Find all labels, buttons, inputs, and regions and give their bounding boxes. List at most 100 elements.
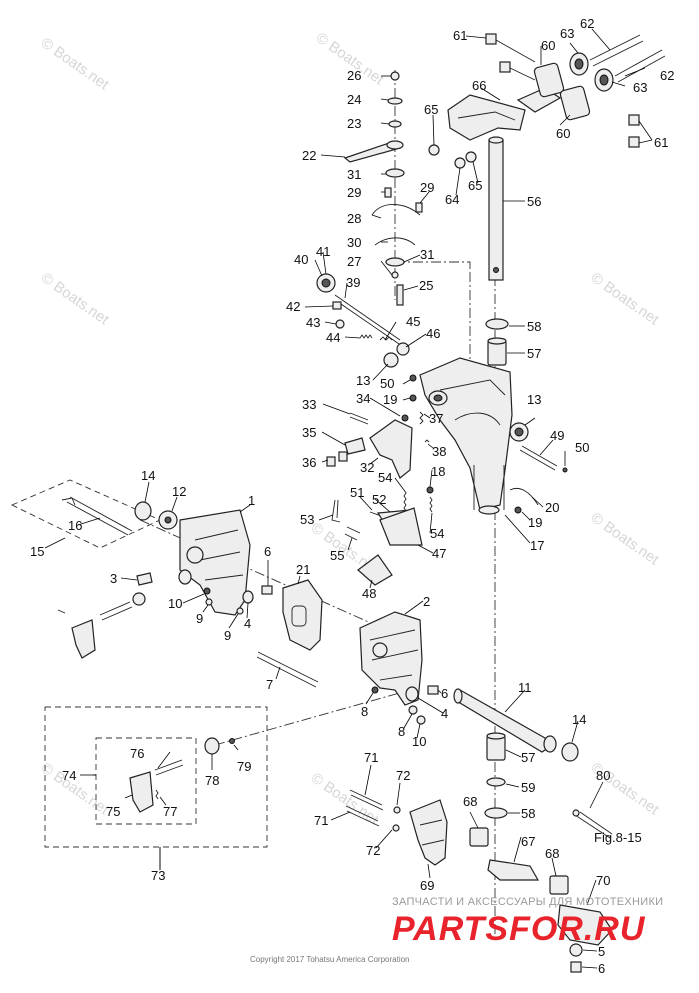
washer-24	[387, 97, 403, 105]
callout-58-upper: 58	[527, 319, 541, 334]
callout-1: 1	[248, 493, 255, 508]
bolt-pin	[99, 601, 133, 621]
callout-30: 30	[347, 235, 361, 250]
callout-21: 21	[296, 562, 310, 577]
callout-5: 5	[598, 944, 605, 959]
nut-72-lower	[392, 824, 400, 832]
nut-65-a	[428, 144, 440, 156]
callout-31-upper: 31	[347, 167, 361, 182]
washer-10-left	[203, 587, 211, 595]
bolt-centerline-lower	[214, 689, 411, 746]
washer-4-left	[242, 590, 254, 604]
callout-64: 64	[445, 192, 459, 207]
plate-21	[282, 579, 323, 651]
washer-5	[569, 943, 583, 957]
collar-46	[396, 342, 410, 356]
clip-79	[229, 738, 235, 744]
bolt-71-lower	[345, 805, 380, 827]
washer-78	[204, 737, 220, 755]
callout-42: 42	[286, 299, 300, 314]
callout-15: 15	[30, 544, 44, 559]
callout-49: 49	[550, 428, 564, 443]
kit-73	[44, 706, 268, 848]
callout-63-lower: 63	[633, 80, 647, 95]
bolt-36-b	[338, 451, 348, 462]
bolt-71-upper	[349, 789, 384, 811]
callout-73: 73	[151, 868, 165, 883]
nut-72-upper	[393, 806, 401, 814]
callout-69: 69	[420, 878, 434, 893]
swivel-bracket-17	[419, 318, 568, 515]
pin-49	[519, 445, 558, 471]
callout-35: 35	[302, 425, 316, 440]
bolt-7	[256, 651, 319, 688]
bolt-6-right	[427, 685, 439, 695]
callout-9-left: 9	[196, 611, 203, 626]
callout-18: 18	[431, 464, 445, 479]
watermark-1: © Boats.net	[38, 34, 113, 93]
callout-20: 20	[545, 500, 559, 515]
callout-38: 38	[432, 444, 446, 459]
callout-61-lower: 61	[654, 135, 668, 150]
clamp-70	[557, 904, 613, 946]
callout-24: 24	[347, 92, 361, 107]
callout-68-upper: 68	[463, 794, 477, 809]
oring-59	[486, 777, 506, 787]
washer-4-right	[405, 686, 419, 702]
callout-80: 80	[596, 768, 610, 783]
callout-19-upper: 19	[383, 392, 397, 407]
callout-62-lower: 62	[660, 68, 674, 83]
washer-23	[388, 120, 402, 128]
callout-71-lower: 71	[314, 813, 328, 828]
callout-65-right: 65	[468, 178, 482, 193]
callout-60-lower: 60	[556, 126, 570, 141]
callout-6-bottom: 6	[598, 961, 605, 976]
mount-60-upper	[533, 62, 565, 98]
lever-75	[129, 771, 154, 813]
watermark-6: © Boats.net	[588, 509, 663, 568]
callout-53: 53	[300, 512, 314, 527]
callout-8-upper: 8	[361, 704, 368, 719]
pad-67	[487, 859, 540, 881]
nut-64	[454, 157, 466, 169]
washer-31-lower	[385, 257, 405, 267]
washer-3	[136, 572, 153, 586]
callout-26: 26	[347, 68, 361, 83]
callout-31-lower: 31	[420, 247, 434, 262]
callout-23: 23	[347, 116, 361, 131]
pin-25	[396, 284, 404, 306]
reseller-tagline: ЗАПЧАСТИ И АКСЕССУАРЫ ДЛЯ МОТОТЕХНИКИ	[392, 896, 663, 908]
tilt-lock-assembly	[316, 273, 417, 402]
spring-53	[331, 499, 341, 523]
left-bracket-parts	[10, 479, 273, 659]
nut-10-right	[416, 715, 426, 725]
plate-35	[344, 437, 366, 455]
bracket-lever	[71, 619, 96, 659]
callout-39: 39	[346, 275, 360, 290]
callout-34: 34	[356, 391, 370, 406]
callout-14-left: 14	[141, 468, 155, 483]
watermarks: © Boats.net © Boats.net © Boats.net © Bo…	[38, 29, 663, 828]
washer-31-upper	[385, 168, 405, 178]
callout-13-cap: 13	[527, 392, 541, 407]
clip-19-lower	[514, 506, 522, 514]
callout-67: 67	[521, 834, 535, 849]
bolt-62-upper	[589, 34, 644, 67]
callout-47: 47	[432, 546, 446, 561]
spring-37	[419, 411, 424, 425]
callout-28: 28	[347, 211, 361, 226]
screw-29-b	[415, 202, 423, 213]
mount-60-lower	[559, 85, 591, 121]
callout-22: 22	[302, 148, 316, 163]
callout-68-lower: 68	[545, 846, 559, 861]
oring-27	[391, 271, 399, 279]
callout-29-left: 29	[347, 185, 361, 200]
callout-48: 48	[362, 586, 376, 601]
callout-62-upper: 62	[580, 16, 594, 31]
callout-79: 79	[237, 759, 251, 774]
steering-bracket-66	[447, 94, 526, 141]
watermark-3: © Boats.net	[38, 269, 113, 328]
callout-71-upper: 71	[364, 750, 378, 765]
pad-69	[409, 799, 448, 866]
